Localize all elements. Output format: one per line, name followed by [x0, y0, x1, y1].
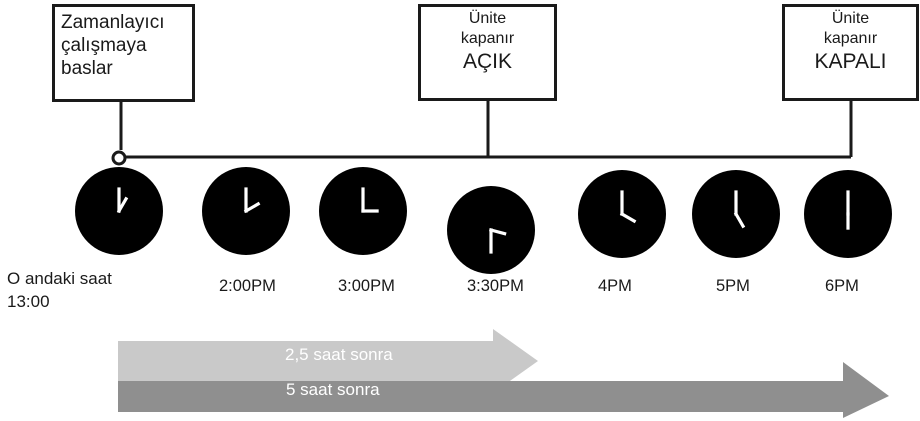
clock-label-5: 5PM	[716, 277, 750, 295]
current-time-caption: O andaki saat	[7, 269, 112, 288]
timer-start-line-2: çalışmaya	[61, 35, 147, 57]
clocks-group	[75, 167, 892, 274]
unit-on-state: AÇIK	[462, 50, 512, 74]
hour-hand-3	[489, 228, 507, 236]
unit-off-box: Ünite kapanır KAPALI	[782, 4, 919, 101]
unit-off-line-1: Ünite	[831, 10, 870, 27]
clock-0	[75, 167, 163, 255]
arrow-short-text: 2,5 saat sonra	[285, 345, 393, 364]
timer-start-line-1: Zamanlayıcı	[61, 12, 165, 33]
arrow-short	[118, 329, 538, 393]
clock-2	[319, 167, 407, 255]
timer-start-line-3: baslar	[61, 58, 113, 80]
clock-6	[804, 170, 892, 258]
unit-on-line-1: Ünite	[468, 10, 507, 27]
current-time-value: 13:00	[7, 291, 50, 311]
unit-on-box: Ünite kapanır AÇIK	[418, 4, 557, 101]
hour-hand-0	[116, 196, 129, 214]
arrow-long	[118, 362, 889, 418]
hour-hand-1	[243, 201, 261, 214]
unit-off-state: KAPALI	[814, 50, 887, 74]
clock-label-1: 2:00PM	[219, 277, 276, 295]
arrows-group	[118, 329, 889, 418]
timeline-connectors	[111, 100, 853, 166]
clock-label-2: 3:00PM	[338, 277, 395, 295]
clock-label-3: 3:30PM	[467, 277, 524, 295]
clock-label-6: 6PM	[825, 277, 859, 295]
clock-4	[578, 170, 666, 258]
hour-hand-5	[733, 211, 746, 229]
hour-hand-4	[619, 211, 637, 224]
current-time-label: O andaki saat 13:00	[7, 268, 112, 314]
start-marker	[111, 150, 127, 166]
clock-label-4: 4PM	[598, 277, 632, 295]
clock-5	[692, 170, 780, 258]
unit-on-line-2: kapanır	[460, 29, 515, 47]
timer-start-box: Zamanlayıcı çalışmaya baslar	[52, 4, 195, 102]
unit-off-line-2: kapanır	[823, 29, 878, 47]
clock-1	[202, 167, 290, 255]
arrow-long-text: 5 saat sonra	[286, 380, 380, 399]
clock-3	[447, 186, 535, 274]
